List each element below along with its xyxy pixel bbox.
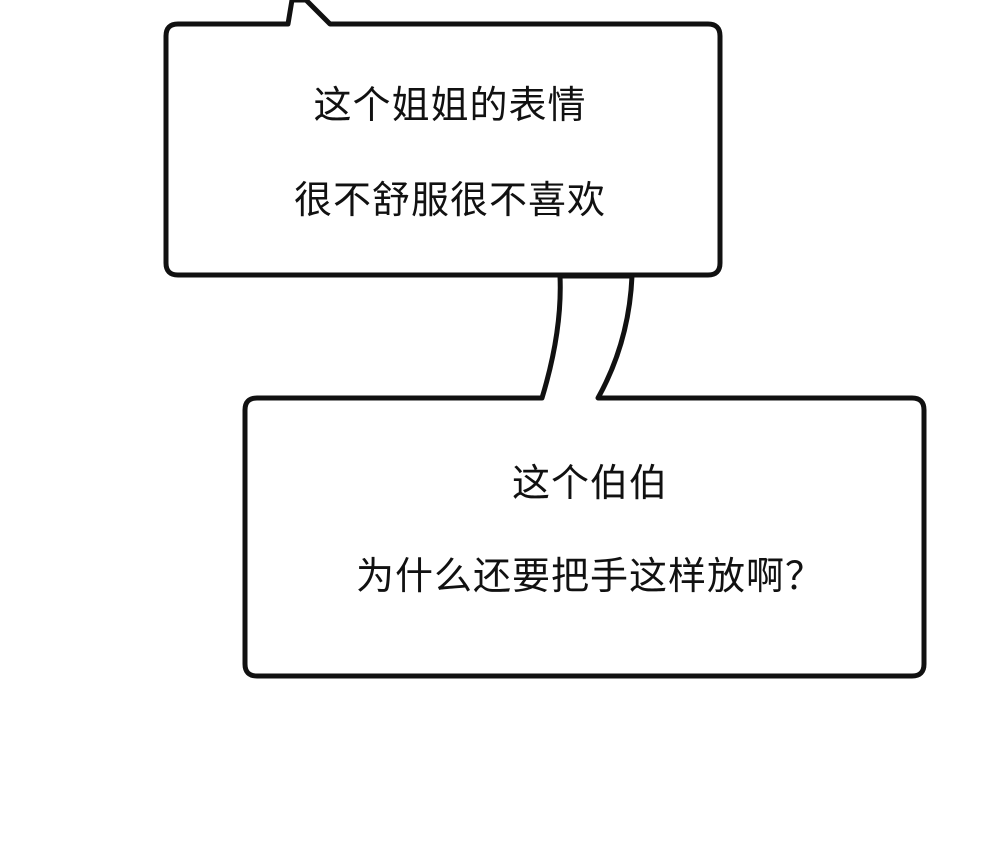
speech-bubble-upper — [163, 0, 723, 278]
speech-bubble-lower — [242, 273, 927, 679]
speech-bubble-upper-line-2: 很不舒服很不喜欢 — [293, 178, 606, 222]
speech-bubble-lower-line-2: 为什么还要把手这样放啊？ — [355, 554, 824, 598]
speech-bubble-lower-line-1: 这个伯伯 — [511, 461, 668, 505]
speech-bubble-upper-line-1: 这个姐姐的表情 — [313, 83, 587, 127]
